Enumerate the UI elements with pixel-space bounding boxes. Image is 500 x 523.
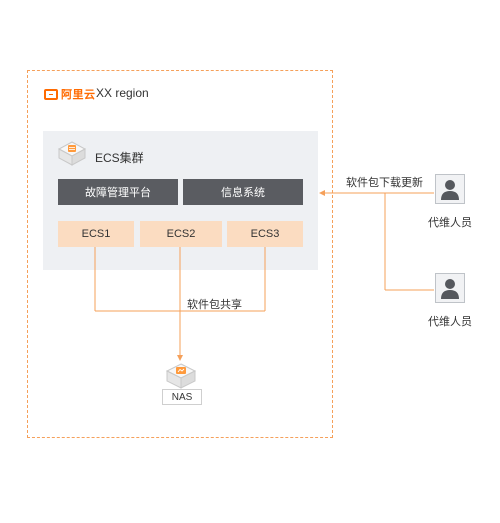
person-label: 代维人员 xyxy=(428,316,472,328)
person-label: 代维人员 xyxy=(428,217,472,229)
nas-storage-icon xyxy=(165,363,197,389)
fault-management-platform: 故障管理平台 xyxy=(58,179,178,205)
nas-label: NAS xyxy=(162,389,202,405)
information-system: 信息系统 xyxy=(183,179,303,205)
ecs-cluster-icon xyxy=(57,141,87,166)
person-card xyxy=(435,174,465,204)
person-card xyxy=(435,273,465,303)
ecs-node: ECS3 xyxy=(227,221,303,247)
aliyun-logo: 阿里云 xyxy=(44,87,96,101)
share-label: 软件包共享 xyxy=(187,299,242,311)
ecs-node: ECS2 xyxy=(140,221,222,247)
aliyun-logo-icon xyxy=(44,88,58,100)
person-icon xyxy=(441,279,459,299)
update-label: 软件包下载更新 xyxy=(346,177,423,189)
cluster-title: ECS集群 xyxy=(95,151,144,165)
region-boundary xyxy=(27,70,333,438)
person-icon xyxy=(441,180,459,200)
ecs-node: ECS1 xyxy=(58,221,134,247)
region-title: XX region xyxy=(96,86,149,100)
logo-text: 阿里云 xyxy=(61,89,96,101)
